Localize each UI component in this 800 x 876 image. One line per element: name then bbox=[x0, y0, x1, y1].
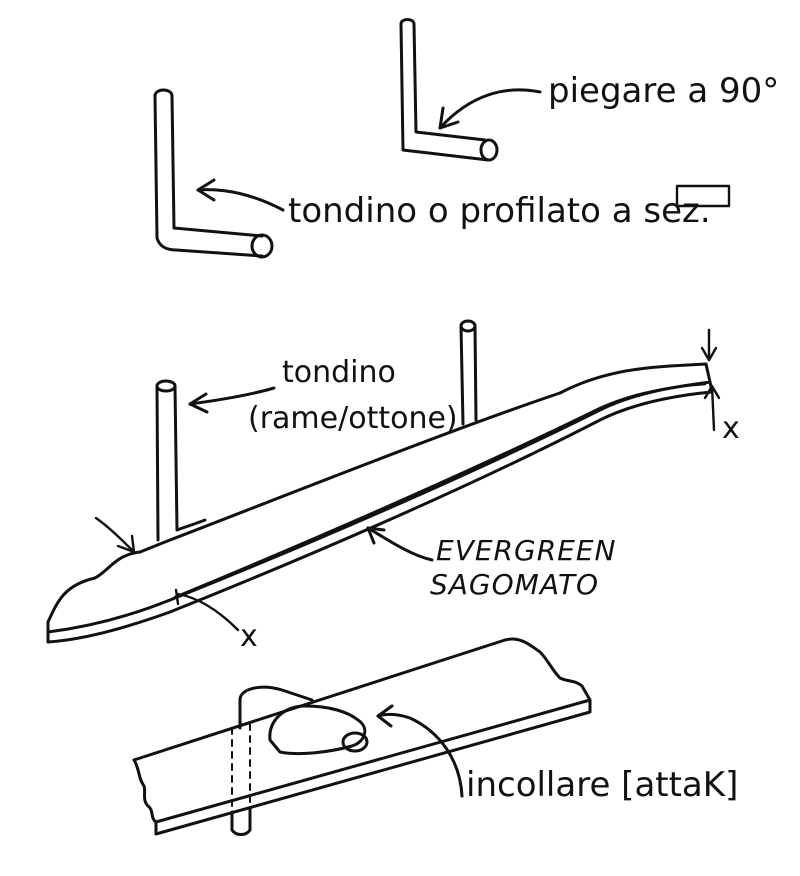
arrow-evergreen bbox=[366, 526, 434, 562]
bent-rod-left bbox=[153, 88, 274, 259]
dimension-thickness-bottom bbox=[174, 588, 240, 632]
bent-rod-right bbox=[399, 18, 499, 162]
arrow-rod-base bbox=[94, 516, 136, 554]
rectangular-section-symbol bbox=[675, 184, 731, 208]
label-rod-material: (rame/ottone) bbox=[248, 401, 458, 436]
label-evergreen-line1: EVERGREEN bbox=[436, 534, 616, 567]
evergreen-strip bbox=[46, 362, 714, 644]
arrow-bend bbox=[438, 88, 542, 130]
label-rod-or-profile: tondino o profilato a sez. bbox=[288, 191, 711, 231]
rod-left-on-strip bbox=[155, 379, 207, 542]
arrow-rod bbox=[188, 386, 276, 414]
rod-right-on-strip bbox=[459, 319, 478, 426]
label-bend: piegare a 90° bbox=[548, 71, 779, 111]
dimension-thickness-right bbox=[700, 328, 721, 432]
glued-rod-detail bbox=[230, 685, 314, 836]
label-dimension-x-right: x bbox=[722, 411, 740, 446]
arrow-glue bbox=[376, 704, 464, 798]
arrow-rod-or-profile bbox=[196, 178, 285, 212]
label-dimension-x-bottom: x bbox=[240, 619, 258, 654]
glue-blob bbox=[268, 704, 369, 756]
strip-detail bbox=[132, 637, 592, 836]
label-glue: incollare [attaK] bbox=[466, 765, 738, 805]
label-evergreen-line2: SAGOMATO bbox=[430, 568, 599, 601]
label-rod: tondino bbox=[282, 355, 396, 390]
